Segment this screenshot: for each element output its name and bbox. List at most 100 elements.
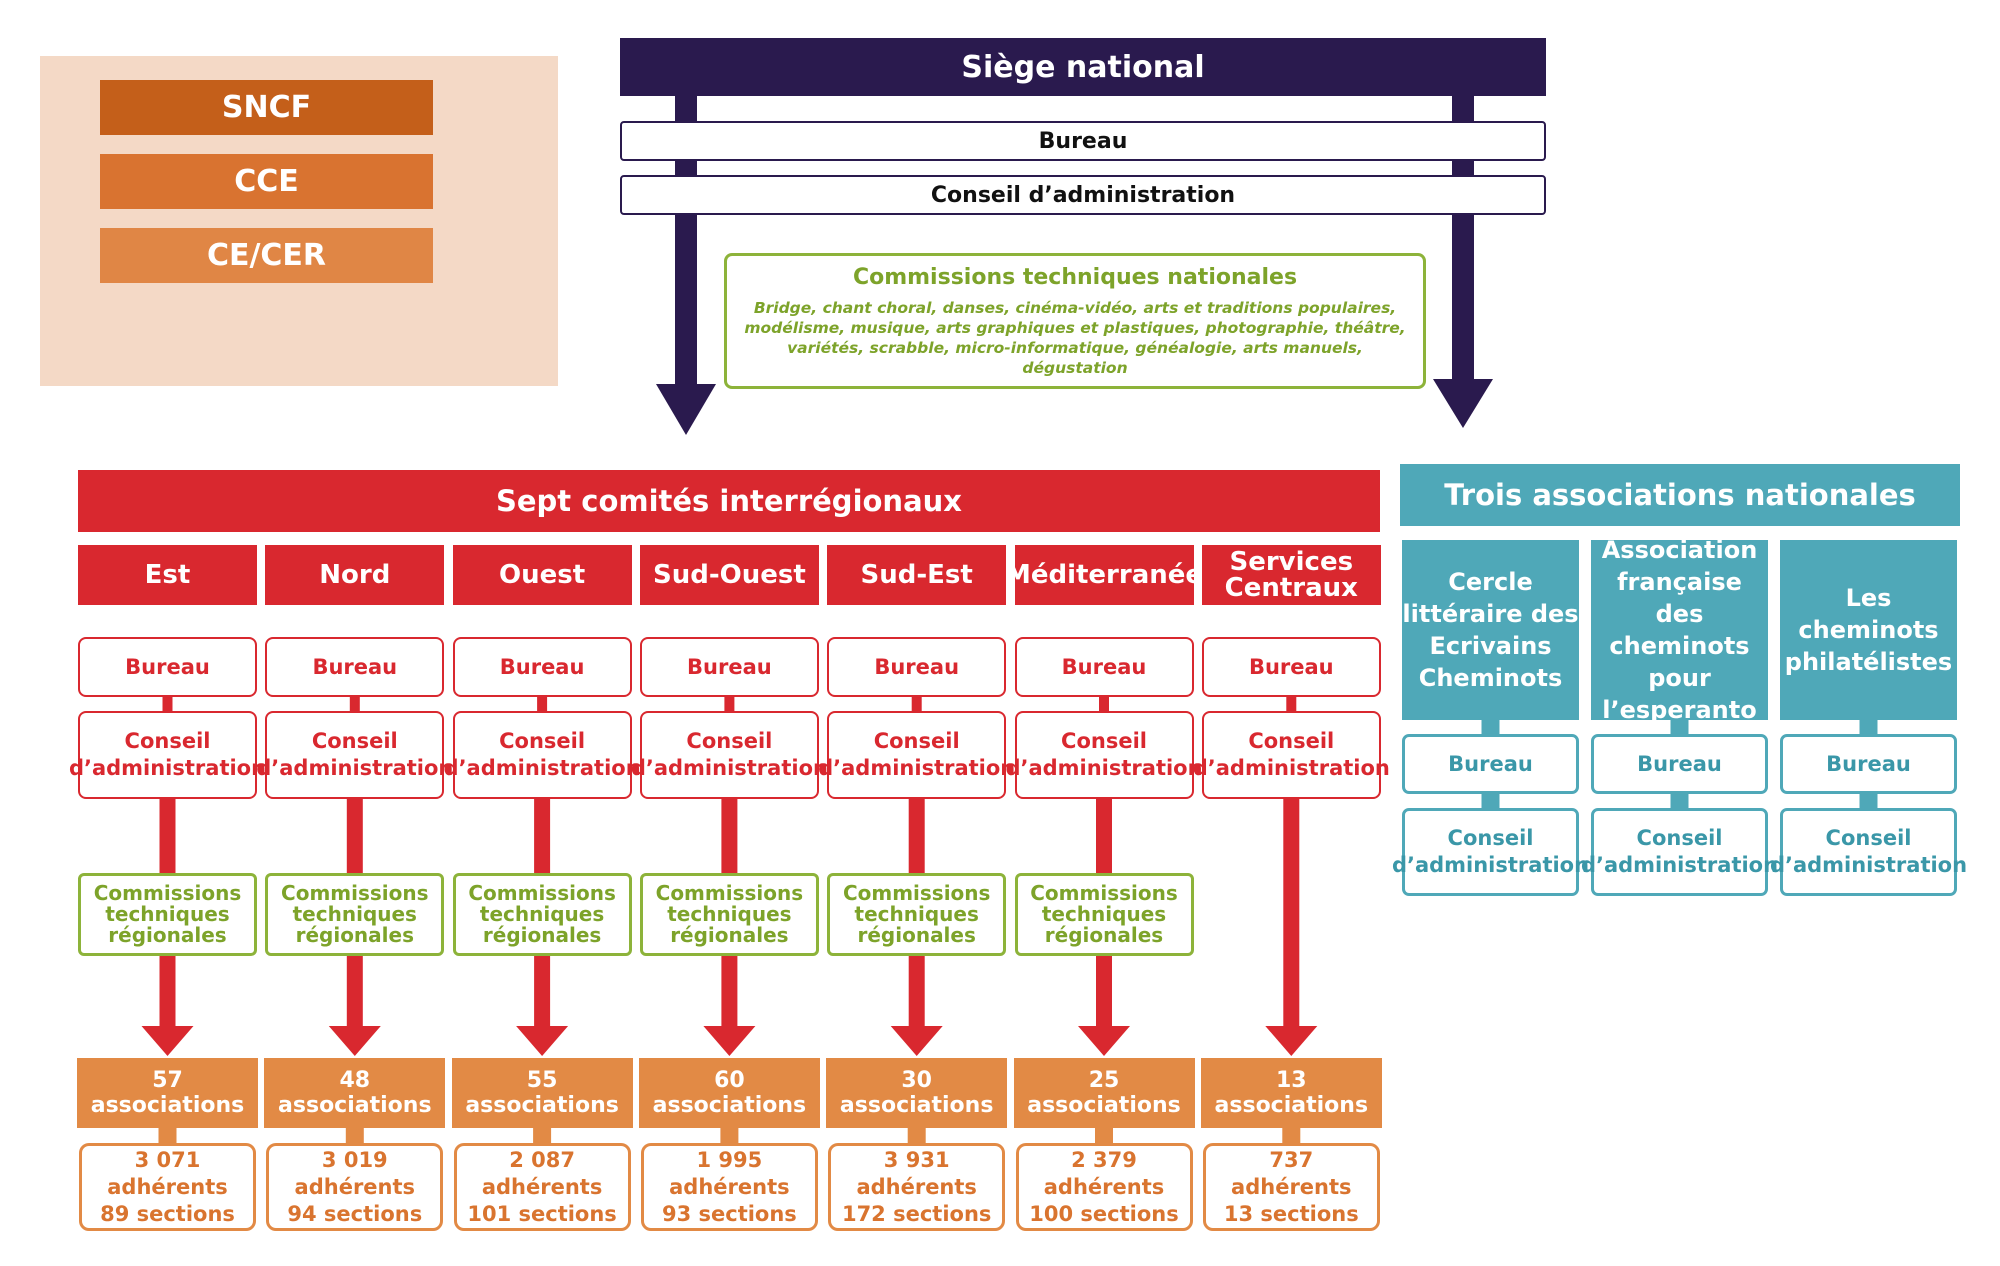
- national-assoc-3-bureau-connector: [1859, 720, 1878, 734]
- national-assoc-2-header: Association française des cheminots pour…: [1591, 536, 1768, 724]
- region-4-associations: 60 associations: [638, 1058, 820, 1128]
- region-5-sections: 172 sections: [841, 1201, 992, 1226]
- region-3-sections: 101 sections: [467, 1201, 617, 1226]
- region-2-lower-stem: [346, 956, 363, 1030]
- region-2-assoc-connector: [345, 1128, 364, 1143]
- region-1-lower-stem: [159, 956, 176, 1030]
- region-3-commissions: Commissions techniques régionales: [452, 873, 632, 956]
- national-assoc-2-bureau-connector: [1670, 720, 1689, 734]
- region-5-bureau-connector: [911, 697, 922, 711]
- sept-comites-header: Sept comités interrégionaux: [78, 470, 1380, 532]
- region-2-bureau: Bureau: [265, 637, 445, 697]
- region-7-bureau: Bureau: [1201, 637, 1381, 697]
- siege-national-header: Siège national: [620, 38, 1546, 96]
- region-2-arrowhead: [328, 1026, 381, 1056]
- region-2-conseil: Conseil d’administration: [256, 711, 453, 799]
- region-1-associations: 57 associations: [77, 1058, 258, 1128]
- region-7-conseil: Conseil d’administration: [1193, 711, 1390, 799]
- region-4-header: Sud-Ouest: [639, 545, 819, 605]
- national-assoc-3-header: Les cheminots philatélistes: [1780, 540, 1957, 720]
- region-3-adherents: 2 087 adhérents: [481, 1147, 603, 1199]
- region-1-bureau-connector: [162, 697, 173, 711]
- national-assoc-3-conseil: Conseil d’administration: [1770, 808, 1967, 896]
- region-4-commissions: Commissions techniques régionales: [639, 873, 819, 956]
- region-7-adherents: 737 adhérents: [1231, 1147, 1352, 1199]
- region-5-assoc-connector: [907, 1128, 926, 1143]
- region-5-upper-stem: [908, 799, 925, 873]
- commissions-nationales-box: Commissions techniques nationales Bridge…: [724, 253, 1426, 389]
- commissions-nationales-title: Commissions techniques nationales: [852, 264, 1298, 290]
- region-4-upper-stem: [721, 799, 738, 873]
- region-7-associations: 13 associations: [1200, 1058, 1382, 1128]
- region-1-commissions: Commissions techniques régionales: [78, 873, 257, 956]
- region-1-sections: 89 sections: [100, 1201, 235, 1226]
- region-6-assoc-connector: [1095, 1128, 1113, 1143]
- national-assoc-1-header: Cercle littéraire des Ecrivains Cheminot…: [1402, 540, 1579, 720]
- region-4-sections: 93 sections: [661, 1201, 797, 1226]
- region-6-bureau-connector: [1099, 697, 1109, 711]
- hq-left-arrow: [656, 96, 716, 435]
- national-assoc-connectors: [1481, 720, 1878, 808]
- trois-associations-header: Trois associations nationales: [1400, 464, 1960, 526]
- region-4-assoc-connector: [720, 1128, 739, 1143]
- national-assoc-1-bureau-connector: [1481, 720, 1500, 734]
- region-6-adherents: 2 379 adhérents: [1043, 1147, 1165, 1199]
- region-5-arrowhead: [890, 1026, 943, 1056]
- region-3-associations: 55 associations: [451, 1058, 633, 1128]
- region-2-upper-stem: [346, 799, 363, 873]
- region-6-commissions: Commissions techniques régionales: [1014, 873, 1194, 956]
- national-assoc-1-conseil: Conseil d’administration: [1392, 808, 1589, 896]
- region-3-arrowhead: [516, 1026, 569, 1056]
- region-5-header: Sud-Est: [827, 545, 1007, 605]
- region-4-adherents: 1 995 adhérents: [669, 1147, 790, 1199]
- region-3-assoc-connector: [533, 1128, 552, 1143]
- region-3-bureau-connector: [537, 697, 548, 711]
- region-5-bureau: Bureau: [827, 637, 1007, 697]
- region-1-conseil: Conseil d’administration: [69, 711, 266, 799]
- sncf-box: SNCF: [100, 80, 433, 135]
- region-3-bureau: Bureau: [452, 637, 632, 697]
- hq-bureau-box: Bureau: [620, 121, 1546, 161]
- region-5-adherents: 3 931 adhérents: [856, 1147, 977, 1199]
- region-3-header: Ouest: [452, 545, 632, 605]
- region-6-associations: 25 associations: [1013, 1058, 1195, 1128]
- region-4-bureau: Bureau: [639, 637, 819, 697]
- national-assoc-1-bureau: Bureau: [1402, 734, 1579, 794]
- region-7-bureau-connector: [1286, 697, 1297, 711]
- region-6-conseil: Conseil d’administration: [1005, 711, 1203, 799]
- region-4-arrowhead: [703, 1026, 756, 1056]
- region-5-commissions: Commissions techniques régionales: [827, 873, 1007, 956]
- ce-cer-box: CE/CER: [100, 228, 433, 283]
- national-assoc-1-conseil-connector: [1481, 794, 1500, 808]
- cce-box: CCE: [100, 154, 433, 209]
- region-4-bureau-connector: [724, 697, 735, 711]
- region-1-upper-stem: [159, 799, 176, 873]
- region-7-sections: 13 sections: [1223, 1201, 1359, 1226]
- region-1-arrowhead: [141, 1026, 194, 1056]
- region-1-adherents: 3 071 adhérents: [107, 1147, 228, 1199]
- region-2-header: Nord: [265, 545, 445, 605]
- region-2-bureau-connector: [349, 697, 360, 711]
- region-7-stem: [1283, 799, 1300, 1030]
- hq-right-arrow: [1433, 96, 1493, 428]
- region-5-associations: 30 associations: [826, 1058, 1008, 1128]
- commissions-nationales-list: Bridge, chant choral, danses, cinéma-vid…: [744, 298, 1406, 377]
- regional-connectors: [141, 697, 1318, 1143]
- region-1-header: Est: [78, 545, 257, 605]
- region-3-lower-stem: [534, 956, 551, 1030]
- region-1-assoc-connector: [158, 1128, 177, 1143]
- region-5-lower-stem: [908, 956, 925, 1030]
- region-2-commissions: Commissions techniques régionales: [265, 873, 445, 956]
- national-assoc-2-conseil-connector: [1670, 794, 1689, 808]
- region-6-bureau: Bureau: [1014, 637, 1194, 697]
- national-assoc-2-bureau: Bureau: [1591, 734, 1768, 794]
- region-3-conseil: Conseil d’administration: [444, 711, 641, 799]
- region-5-conseil: Conseil d’administration: [818, 711, 1015, 799]
- national-assoc-2-conseil: Conseil d’administration: [1581, 808, 1778, 896]
